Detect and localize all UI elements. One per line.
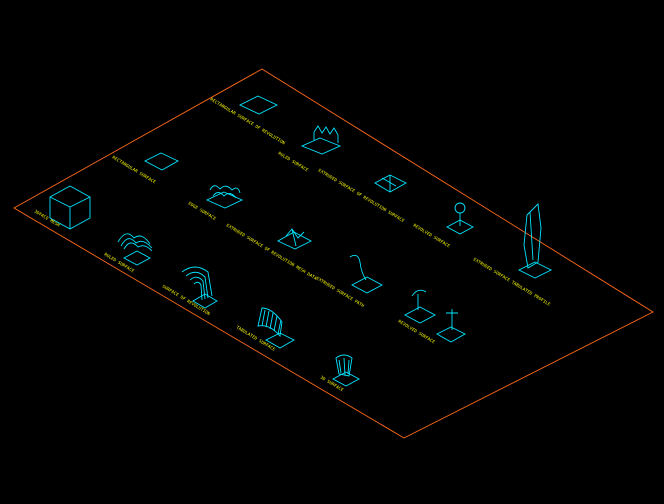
rect-revolution-object [238, 95, 279, 115]
extruded-path-object [349, 254, 383, 294]
3d-surface-object [332, 354, 360, 387]
extruded-tabulated-object [517, 203, 553, 279]
ruled-surface-object-1 [300, 125, 342, 155]
label-row3-a: 3DFACE MESH [33, 209, 61, 228]
label-row1-b: RULED SURFACE [277, 151, 309, 173]
ruled-surface-object-2 [117, 233, 153, 266]
tabulated-surface-object [257, 307, 295, 349]
sheet-border [13, 68, 654, 439]
rectangular-surface-object [144, 152, 179, 171]
extruded-mesh-object [277, 228, 312, 250]
label-row1-d: REVOLVED SURFACE [412, 223, 451, 249]
3dface-mesh-cube [49, 185, 91, 230]
label-row2-e: REVOLVED SURFACE [397, 319, 436, 345]
revolved-surface-object-1 [446, 202, 474, 235]
label-row2-a: RECTANGULAR SURFACE [111, 155, 157, 185]
revolution-surface-object [181, 266, 218, 309]
extruded-revolution-object [374, 174, 407, 193]
label-row2-c: EXTRUDED SURFACE OF REVOLUTION MESH DATA [225, 223, 318, 281]
revolved-surface-object-2 [404, 289, 466, 343]
label-row2-b: EDGE SURFACE [187, 201, 217, 222]
label-row2-d: EXTRUDED SURFACE PATH [315, 276, 365, 309]
edge-surface-object [205, 185, 244, 209]
